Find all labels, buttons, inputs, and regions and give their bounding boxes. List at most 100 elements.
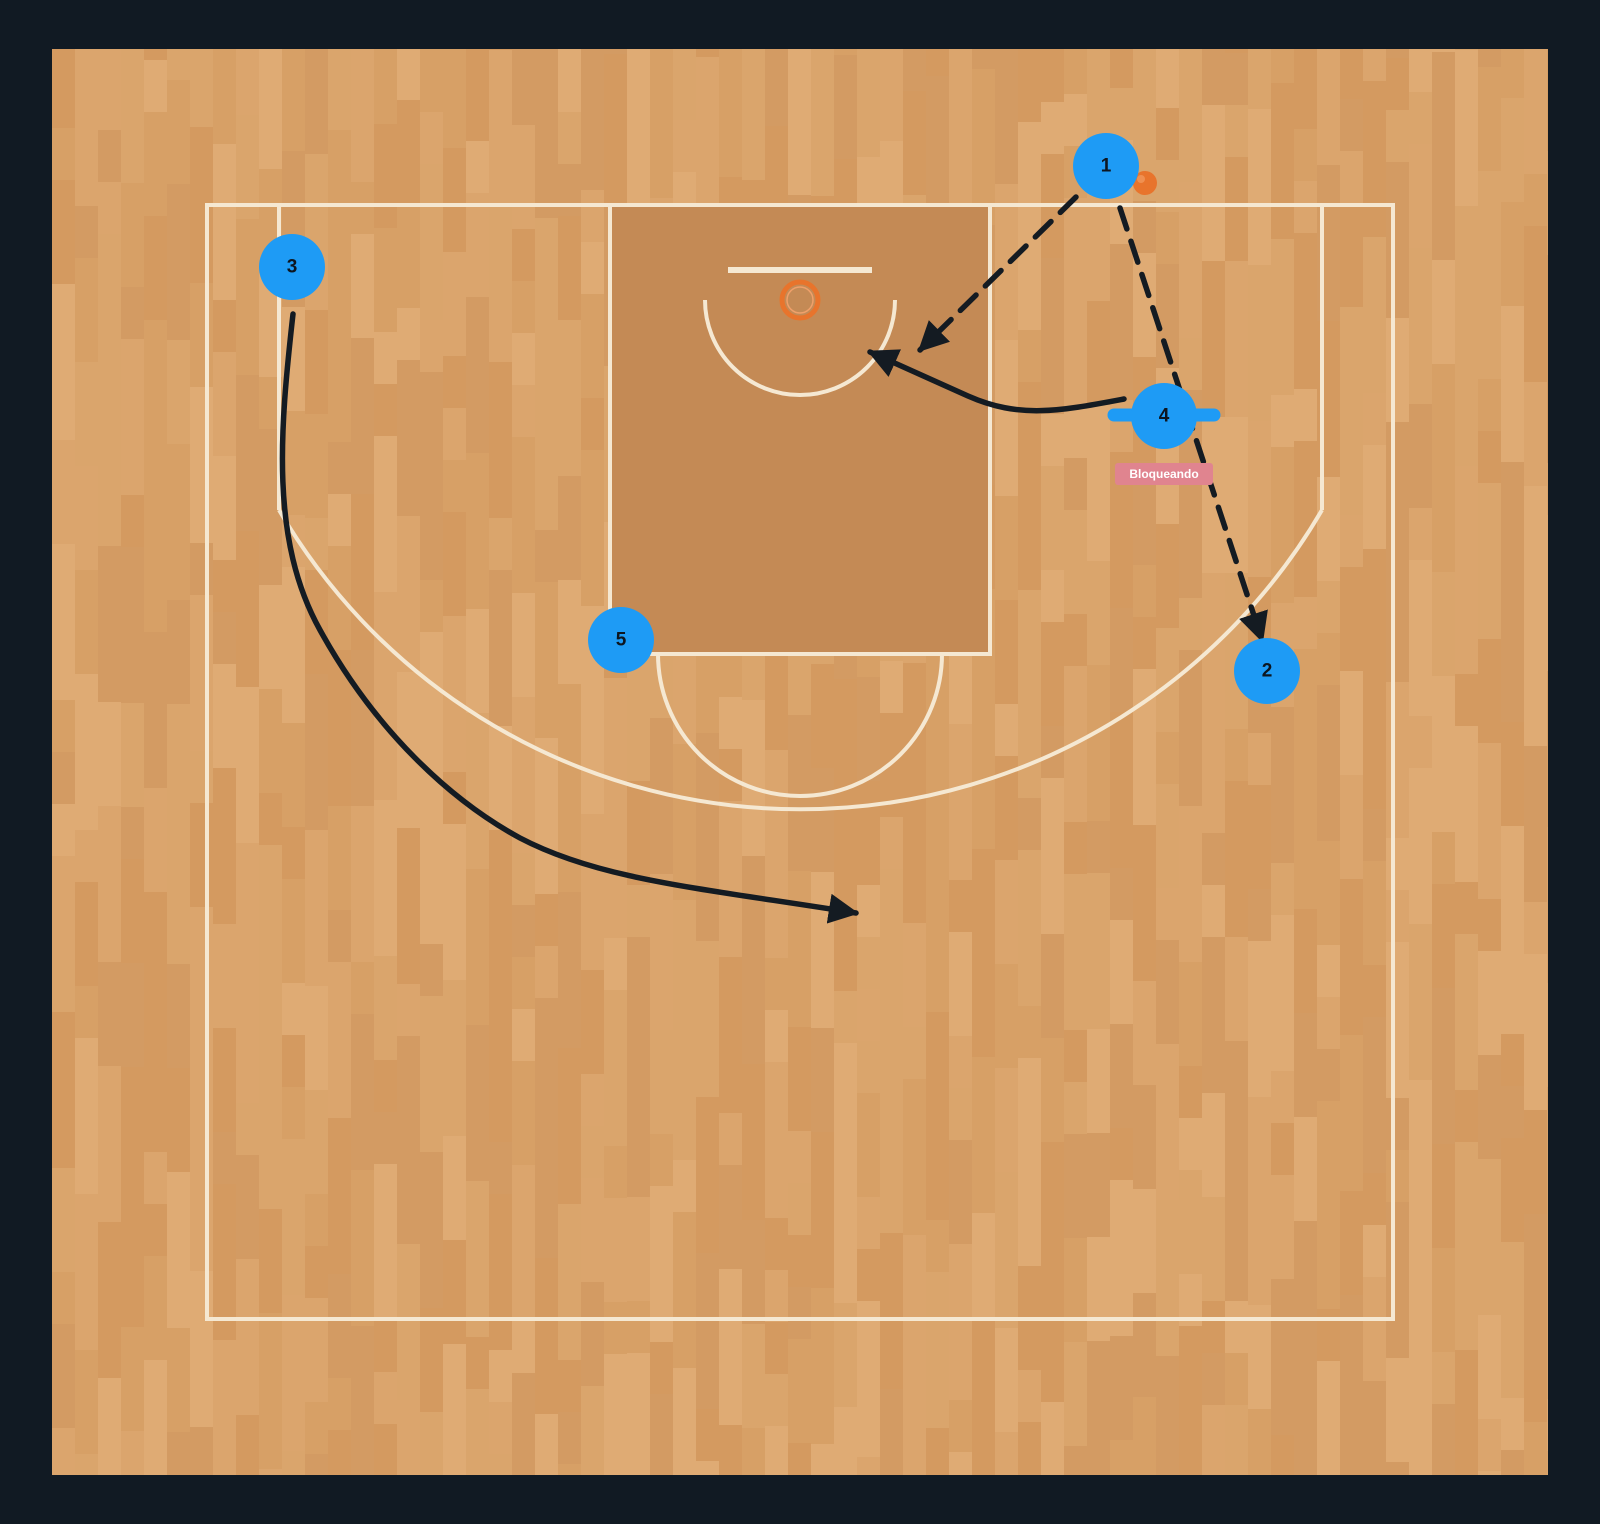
floor-plank [351,494,374,650]
floor-plank [328,1430,351,1475]
floor-plank [1018,694,1041,798]
basketball-icon[interactable] [1133,171,1157,195]
floor-plank [1455,362,1478,466]
floor-plank [1340,879,1363,1035]
floor-plank [213,300,236,352]
floor-plank [857,49,880,157]
floor-plank [604,834,627,938]
floor-plank [1156,49,1179,108]
floor-plank [535,634,558,738]
floor-plank [788,1443,811,1475]
floor-plank [1432,1144,1455,1248]
floor-plank [443,408,466,460]
floor-plank [581,866,604,970]
floor-plank [1524,1214,1547,1370]
floor-plank [420,372,443,424]
floor-plank [719,1269,742,1425]
floor-plank [1225,105,1248,157]
floor-plank [1271,915,1294,1071]
paint-area [610,206,990,654]
floor-plank [719,1113,742,1165]
floor-plank [1018,226,1041,330]
floor-plank [121,339,144,495]
floor-plank [857,885,880,937]
floor-plank [489,1402,512,1454]
player-5[interactable]: 5 [588,607,654,673]
floor-plank [75,49,98,102]
floor-plank [1179,1274,1202,1326]
floor-plank [742,1376,765,1428]
floor-plank [443,148,466,252]
floor-plank [1363,445,1386,549]
floor-plank [305,1194,328,1246]
floor-plank [1064,49,1087,94]
floor-plank [627,937,650,1093]
floor-plank [121,1223,144,1327]
floor-plank [1547,983,1548,1087]
player-3[interactable]: 3 [259,234,325,300]
floor-plank [1501,1398,1524,1450]
floor-plank [834,1043,857,1147]
floor-plank [1179,598,1202,650]
floor-plank [489,1454,512,1475]
floor-plank [1363,393,1386,445]
floor-plank [650,1134,673,1186]
floor-plank [1087,561,1110,665]
floor-plank [995,496,1018,600]
floor-plank [1041,258,1064,362]
floor-plank [397,204,420,256]
floor-plank [1202,885,1225,937]
floor-plank [1294,1221,1317,1377]
floor-plank [1179,1066,1202,1118]
floor-plank [259,377,282,429]
floor-plank [167,964,190,1068]
floor-plank [1409,404,1432,508]
floor-plank [1547,49,1548,151]
floor-plank [374,436,397,592]
floor-plank [1179,338,1202,390]
floor-plank [558,788,581,892]
floor-plank [190,595,213,647]
floor-plank [167,600,190,704]
floor-plank [489,1142,512,1194]
floor-plank [213,924,236,1028]
floor-plank [443,824,466,876]
floor-plank [1317,1361,1340,1413]
floor-plank [696,733,719,889]
cut-arrow-3 [279,311,859,924]
floor-plank [1110,712,1133,868]
floor-plank [259,585,282,689]
player-4[interactable]: 4 [1131,383,1197,449]
floor-plank [1501,1034,1524,1086]
floor-plank [1363,1381,1386,1475]
floor-plank [1041,622,1064,726]
floor-plank [1386,110,1409,162]
floor-plank [1547,1451,1548,1475]
floor-plank [236,1155,259,1259]
player-1[interactable]: 1 [1073,133,1139,199]
floor-plank [52,180,75,284]
floor-plank [259,1313,282,1469]
floor-plank [351,49,374,182]
floor-plank [995,1068,1018,1172]
floor-plank [374,228,397,332]
player-2[interactable]: 2 [1234,638,1300,704]
floor-plank [52,1168,75,1272]
floor-plank [1340,1295,1363,1451]
floor-plank [1202,833,1225,885]
floor-plank [673,1368,696,1475]
floor-plank [75,1038,98,1194]
floor-plank [420,1152,443,1308]
floor-plank [374,384,397,436]
floor-plank [1340,671,1363,775]
floor-plank [903,91,926,195]
floor-plank [972,745,995,849]
floor-plank [535,166,558,218]
floor-plank [1225,729,1248,781]
floor-plank [512,437,535,593]
floor-plank [1202,1353,1225,1405]
hoop-icon [779,279,821,321]
floor-plank [466,141,489,193]
floor-plank [236,687,259,843]
three-point-arc [277,508,1324,812]
